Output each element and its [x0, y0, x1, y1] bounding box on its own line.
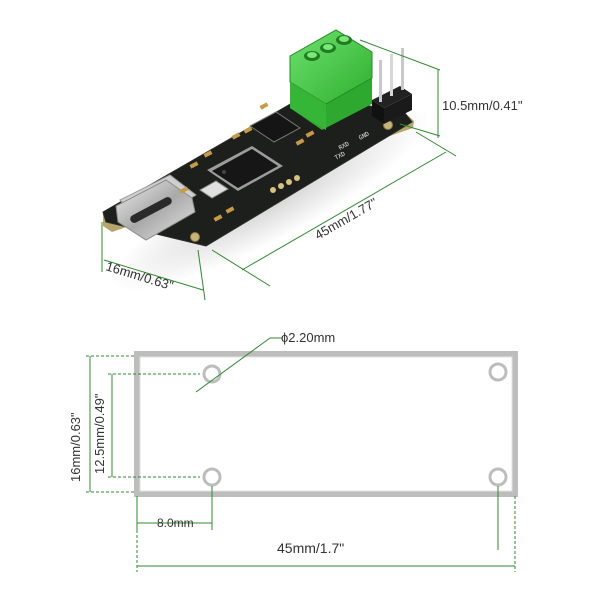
mount-hole: [190, 232, 200, 242]
pad-row: [270, 175, 300, 193]
hole-diameter-label: ϕ2.20mm: [281, 330, 335, 345]
drill-hole: [202, 467, 222, 487]
product-illustration: TXD RXD GND 1 2 3: [102, 29, 431, 292]
product-dimension-lines: [101, 39, 457, 301]
hole-offset-label: 8.0mm: [157, 516, 194, 530]
drill-hole: [488, 467, 508, 487]
svg-text:RXD: RXD: [338, 140, 351, 151]
hole-spacing-label: 12.5mm/0.49": [92, 393, 107, 474]
crystal: [199, 180, 229, 199]
terminal-block: [289, 29, 373, 130]
pin-header: [372, 48, 412, 124]
drawing-dimension-lines: [86, 337, 516, 572]
height-dimension-label: 10.5mm/0.41": [442, 98, 523, 113]
drill-hole: [202, 364, 222, 384]
board-outline: [134, 351, 518, 497]
svg-text:TXD: TXD: [334, 150, 347, 161]
svg-text:GND: GND: [358, 130, 371, 141]
drill-hole: [488, 362, 508, 382]
main-chip: [207, 146, 283, 191]
board-outline-drawing: [134, 351, 518, 497]
usb-c-connector: [115, 174, 197, 241]
overall-length-label: 45mm/1.7": [277, 540, 344, 556]
overall-width-label: 16mm/0.63": [68, 412, 83, 482]
secondary-chip: [249, 111, 301, 143]
